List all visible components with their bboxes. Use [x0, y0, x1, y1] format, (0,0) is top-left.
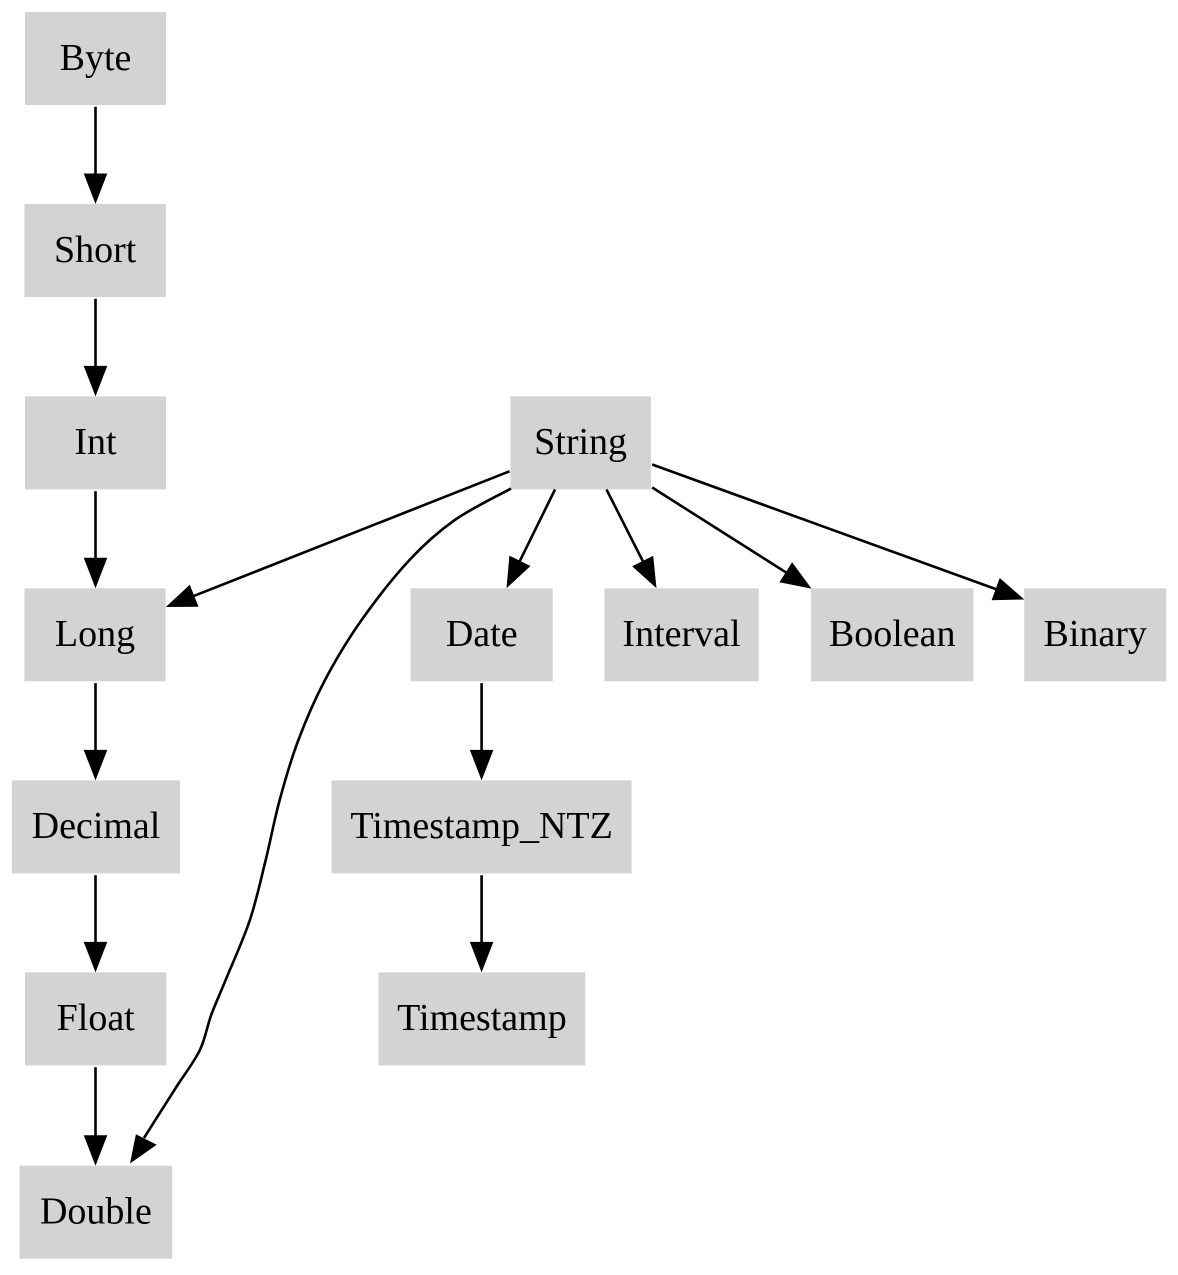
- svg-text:Interval: Interval: [622, 613, 740, 655]
- svg-text:Timestamp_NTZ: Timestamp_NTZ: [350, 805, 613, 847]
- svg-text:Long: Long: [55, 613, 135, 655]
- svg-text:Timestamp: Timestamp: [397, 997, 567, 1039]
- svg-text:Int: Int: [74, 421, 117, 463]
- svg-text:Decimal: Decimal: [32, 805, 161, 847]
- svg-text:Byte: Byte: [60, 37, 132, 79]
- svg-text:String: String: [534, 421, 627, 463]
- svg-text:Binary: Binary: [1043, 613, 1146, 655]
- svg-text:Double: Double: [40, 1191, 152, 1233]
- svg-text:Short: Short: [54, 229, 137, 271]
- svg-text:Float: Float: [57, 997, 136, 1039]
- svg-text:Date: Date: [446, 613, 518, 655]
- svg-text:Boolean: Boolean: [829, 613, 956, 655]
